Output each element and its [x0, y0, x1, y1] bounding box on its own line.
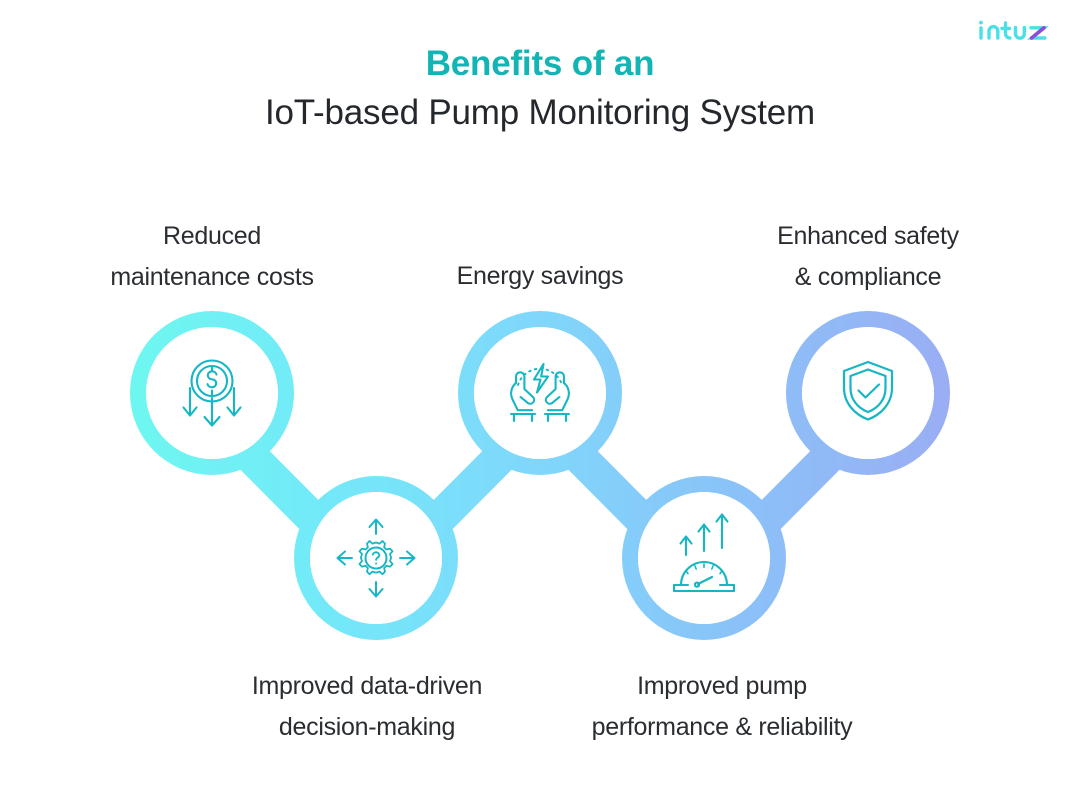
node-energy-savings[interactable]	[474, 327, 606, 459]
caption-reduced-maintenance-costs: Reduced maintenance costs	[110, 222, 314, 291]
node-disc	[802, 327, 934, 459]
caption-improved-data-driven-decision-making: Improved data-driven decision-making	[251, 672, 483, 741]
caption-enhanced-safety-compliance: Enhanced safety & compliance	[777, 222, 959, 291]
node-disc	[638, 492, 770, 624]
node-improved-data-driven-decision-making[interactable]	[310, 492, 442, 624]
node-disc	[474, 327, 606, 459]
caption-energy-savings: Energy savings	[456, 262, 624, 290]
caption-improved-pump-performance-reliability: Improved pump performance & reliability	[591, 672, 853, 741]
gauge-rising-arrows-icon	[672, 513, 736, 593]
shield-check-icon	[842, 360, 894, 421]
node-reduced-maintenance-costs[interactable]	[146, 327, 278, 459]
node-enhanced-safety-compliance[interactable]	[802, 327, 934, 459]
node-improved-pump-performance-reliability[interactable]	[638, 492, 770, 624]
coin-down-arrows-icon	[182, 359, 242, 427]
hands-lightning-icon	[509, 362, 571, 423]
gear-question-arrows-icon	[336, 518, 416, 598]
